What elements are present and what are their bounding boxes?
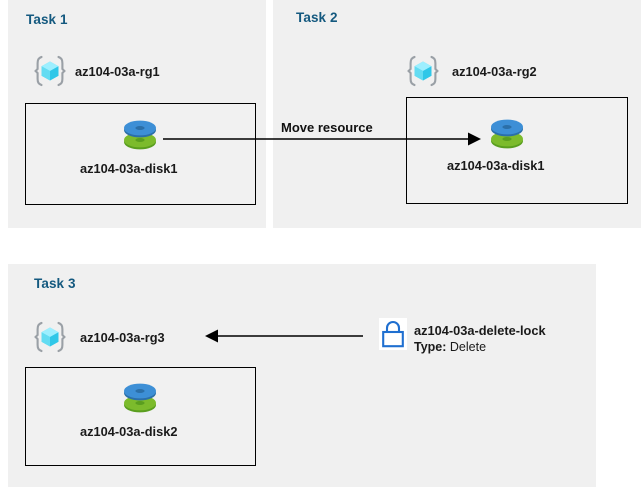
delete-lock-name: az104-03a-delete-lock xyxy=(414,323,546,338)
lock-icon xyxy=(379,318,407,350)
resource-group-box-rg2 xyxy=(406,97,628,204)
managed-disk-icon xyxy=(120,113,160,157)
panel-title-task-3: Task 3 xyxy=(34,276,76,291)
resource-group-box-rg1 xyxy=(25,103,256,205)
resource-group-label-rg3: az104-03a-rg3 xyxy=(80,330,165,345)
delete-lock-type-key: Type: xyxy=(414,340,447,354)
disk-label-disk2-task3: az104-03a-disk2 xyxy=(80,424,178,439)
managed-disk-icon xyxy=(120,376,160,420)
disk-label-disk1-task1: az104-03a-disk1 xyxy=(80,161,178,176)
disk-label-disk1-task2: az104-03a-disk1 xyxy=(447,158,545,173)
panel-title-task-2: Task 2 xyxy=(296,10,338,25)
delete-lock-type-value: Delete xyxy=(449,340,487,354)
resource-group-icon xyxy=(406,54,440,88)
resource-group-icon xyxy=(33,320,67,354)
panel-title-task-1: Task 1 xyxy=(26,12,68,27)
delete-lock-info: az104-03a-delete-lock Type: Delete xyxy=(414,323,546,355)
delete-lock-type-row: Type: Delete xyxy=(414,339,546,355)
managed-disk-icon xyxy=(487,112,527,156)
resource-group-box-rg3 xyxy=(25,367,256,466)
move-resource-label: Move resource xyxy=(281,120,373,135)
resource-group-icon xyxy=(33,54,67,88)
move-resource-arrow xyxy=(163,132,481,146)
resource-group-label-rg2: az104-03a-rg2 xyxy=(452,64,537,79)
delete-lock-arrow xyxy=(205,329,363,343)
resource-group-label-rg1: az104-03a-rg1 xyxy=(75,64,160,79)
